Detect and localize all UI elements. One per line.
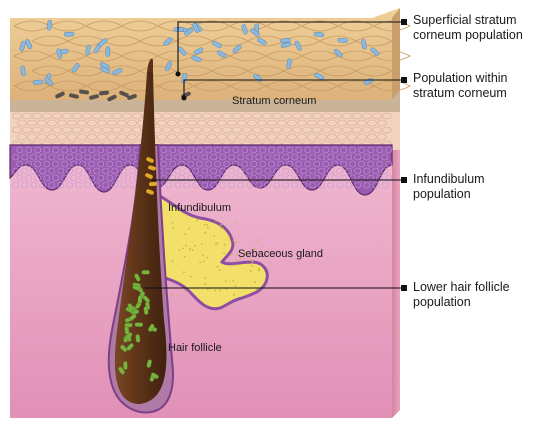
gland-dot — [202, 254, 204, 256]
gland-dot — [233, 294, 235, 296]
callout-lower-follicle-line1: Lower hair follicle — [413, 280, 510, 295]
blue-bacterium — [64, 32, 74, 36]
label-hair-follicle: Hair follicle — [168, 342, 222, 354]
marker-within-sc — [401, 77, 407, 83]
gland-dot — [204, 232, 206, 234]
callout-within-sc-line2: stratum corneum — [413, 86, 508, 101]
gland-dot — [171, 294, 173, 296]
gland-dot — [183, 291, 185, 293]
green-bacterium — [123, 361, 127, 369]
gland-dot — [185, 245, 187, 247]
green-bacterium — [125, 323, 133, 327]
gland-dot — [196, 219, 198, 221]
gland-dot — [207, 289, 209, 291]
gland-dot — [220, 224, 222, 226]
gland-dot — [214, 290, 216, 292]
leader-superficial-dot — [176, 72, 180, 76]
green-bacterium — [142, 270, 150, 274]
gland-dot — [172, 260, 174, 262]
gland-dot — [258, 268, 260, 270]
leader-within-sc-dot — [182, 96, 186, 100]
gland-dot — [250, 270, 252, 272]
gland-dot — [204, 283, 206, 285]
callout-infundibulum-line2: population — [413, 187, 485, 202]
blue-bacterium — [106, 46, 110, 56]
label-infundibulum: Infundibulum — [168, 202, 231, 214]
gland-dot — [213, 235, 215, 237]
marker-superficial — [401, 19, 407, 25]
gland-dot — [258, 270, 260, 272]
green-bacterium — [135, 323, 143, 327]
gland-dot — [220, 227, 222, 229]
gland-dot — [232, 280, 234, 282]
callout-infundibulum-line1: Infundibulum — [413, 172, 485, 187]
gland-dot — [256, 239, 258, 241]
gland-dot — [223, 252, 225, 254]
callout-lower-follicle-line2: population — [413, 295, 510, 310]
gland-dot — [234, 221, 236, 223]
gland-dot — [234, 264, 236, 266]
gland-dot — [204, 224, 206, 226]
green-bacterium — [144, 306, 149, 314]
blue-bacterium — [174, 27, 184, 31]
gland-dot — [182, 247, 184, 249]
blue-bacterium — [33, 80, 43, 85]
green-bacterium — [135, 334, 140, 342]
gland-dot — [219, 269, 221, 271]
gland-dot — [228, 236, 230, 238]
gland-dot — [192, 249, 194, 251]
callout-superficial: Superficial stratum corneum population — [413, 13, 523, 43]
gland-dot — [215, 220, 217, 222]
gland-dot — [172, 227, 174, 229]
marker-infundibulum — [401, 177, 407, 183]
label-sebaceous-gland: Sebaceous gland — [238, 248, 323, 260]
gland-dot — [201, 243, 203, 245]
gland-dot — [207, 227, 209, 229]
gland-dot — [254, 281, 256, 283]
gland-dot — [225, 280, 227, 282]
gland-dot — [217, 242, 219, 244]
yellow-bacterium — [149, 182, 157, 186]
gland-dot — [235, 285, 237, 287]
callout-within-sc: Population within stratum corneum — [413, 71, 508, 101]
callout-lower-follicle: Lower hair follicle population — [413, 280, 510, 310]
gland-dot — [236, 242, 238, 244]
gland-dot — [217, 266, 219, 268]
gland-dot — [233, 239, 235, 241]
gland-dot — [183, 271, 185, 273]
gland-dot — [222, 228, 224, 230]
gland-dot — [188, 228, 190, 230]
gland-dot — [190, 276, 192, 278]
green-bacterium — [138, 296, 143, 304]
dermis-side — [392, 140, 400, 418]
callout-infundibulum: Infundibulum population — [413, 172, 485, 202]
gland-dot — [207, 257, 209, 259]
gland-dot — [204, 277, 206, 279]
gland-dot — [176, 295, 178, 297]
gland-dot — [251, 265, 253, 267]
gland-dot — [184, 233, 186, 235]
gland-dot — [189, 248, 191, 250]
callout-superficial-line1: Superficial stratum — [413, 13, 523, 28]
gland-dot — [203, 260, 205, 262]
gland-dot — [184, 256, 186, 258]
gland-dot — [215, 244, 217, 246]
label-stratum-corneum: Stratum corneum — [232, 95, 316, 107]
gland-dot — [172, 222, 174, 224]
gland-dot — [230, 254, 232, 256]
callout-within-sc-line1: Population within — [413, 71, 508, 86]
gland-dot — [251, 261, 253, 263]
gland-dot — [199, 262, 201, 264]
callout-superficial-line2: corneum population — [413, 28, 523, 43]
marker-lower-follicle — [401, 285, 407, 291]
gland-dot — [206, 224, 208, 226]
gland-dot — [194, 245, 196, 247]
blue-bacterium — [338, 38, 348, 43]
gland-dot — [224, 244, 226, 246]
gland-dot — [219, 289, 221, 291]
gland-dot — [179, 249, 181, 251]
